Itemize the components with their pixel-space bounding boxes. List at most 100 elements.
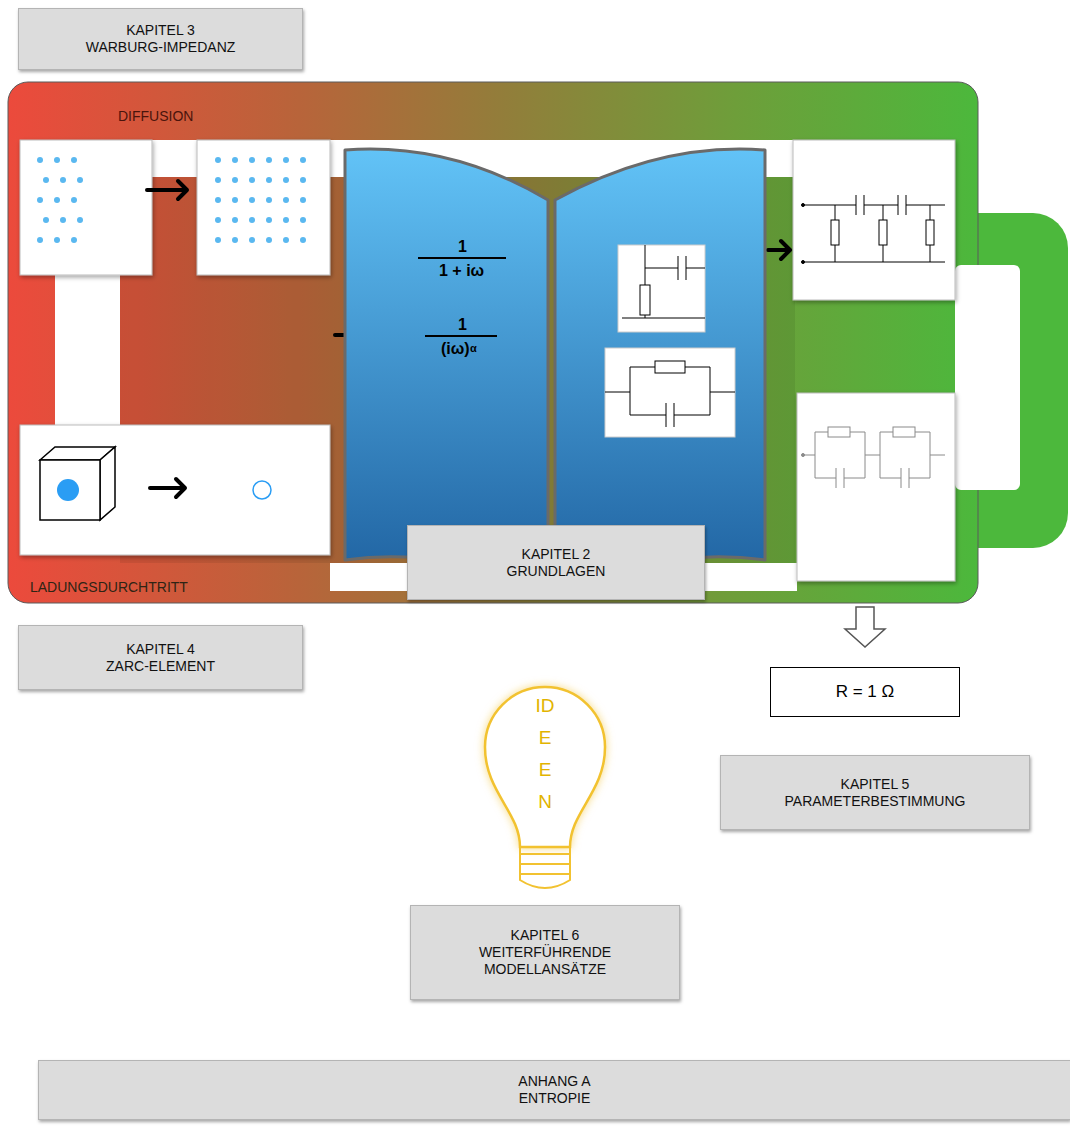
gradient-band [8, 82, 978, 603]
particle-dot [232, 177, 238, 183]
text-line: ZARC-ELEMENT [106, 658, 215, 675]
particle-dot [232, 237, 238, 243]
white-strips [955, 265, 1020, 490]
box-label: R = 1 Ω [836, 682, 895, 702]
box-label: KAPITEL 3 WARBURG-IMPEDANZ [86, 22, 236, 56]
text-line: GRUNDLAGEN [507, 563, 606, 580]
formula-anchor: α [470, 338, 477, 356]
appendix-bar: ANHANG A ENTROPIE [38, 1060, 1070, 1120]
particle-dot [54, 237, 60, 243]
circuit-wire-grey [828, 427, 850, 437]
particle-dot [249, 177, 255, 183]
black-arrow [147, 181, 187, 199]
particle-dot [215, 177, 221, 183]
particle-dot [249, 157, 255, 163]
particle-dot [77, 217, 83, 223]
particle-dot [215, 157, 221, 163]
gradient-band [8, 82, 978, 603]
particle-dot [249, 217, 255, 223]
formula-anchor: 1 [458, 238, 467, 256]
circuit-wire-grey [893, 427, 915, 437]
particle-dot [43, 177, 49, 183]
circuit-card [618, 245, 705, 332]
chapter-box: KAPITEL 4 ZARC-ELEMENT [18, 625, 303, 690]
particle-dot [37, 157, 43, 163]
particle-dot [300, 157, 306, 163]
bulb-outline [520, 847, 570, 888]
circuit-wire-grey [803, 432, 880, 488]
picture-panel [797, 393, 955, 581]
particle-dot [266, 177, 272, 183]
particle-dot [283, 237, 289, 243]
fraction-line [425, 335, 497, 337]
particle-dot [232, 157, 238, 163]
ion-circle [253, 481, 271, 499]
particle-dot [37, 197, 43, 203]
chapter-box: KAPITEL 6 WEITERFÜHRENDE MODELLANSÄTZE [410, 905, 680, 1000]
particle-dot [283, 197, 289, 203]
particle-dot [60, 217, 66, 223]
formula-text: 1 [458, 238, 467, 255]
particle-dot [283, 177, 289, 183]
text-line: WARBURG-IMPEDANZ [86, 39, 236, 56]
band-label: LADUNGSDURCHTRITT [30, 579, 188, 595]
chapter-box: KAPITEL 3 WARBURG-IMPEDANZ [18, 8, 303, 70]
fraction-line [418, 258, 506, 336]
picture-panel [20, 425, 330, 555]
fraction-line [418, 257, 506, 259]
text-line: ANHANG A [518, 1073, 590, 1090]
particle-dot [60, 177, 66, 183]
particle-dot [71, 237, 77, 243]
particle-dot [249, 237, 255, 243]
particle-dot [43, 217, 49, 223]
particle-dot [71, 157, 77, 163]
circuit-wire [803, 195, 945, 262]
box-label: KAPITEL 4 ZARC-ELEMENT [106, 641, 215, 675]
circuit-wire [605, 367, 735, 427]
particle-dot [215, 197, 221, 203]
cube-symbol [40, 447, 115, 520]
text-line: KAPITEL 6 [479, 927, 611, 944]
circuit-wire [802, 204, 805, 207]
particle-dot [37, 237, 43, 243]
text-line: WEITERFÜHRENDE [479, 944, 611, 961]
particle-dot [266, 237, 272, 243]
box-label: ANHANG A ENTROPIE [518, 1073, 590, 1107]
circuit-wire [655, 361, 685, 373]
text-line: KAPITEL 2 [507, 546, 606, 563]
particle-dot [266, 157, 272, 163]
particle-dot [215, 237, 221, 243]
circuit-wire [926, 220, 934, 245]
particle-dot [300, 217, 306, 223]
particle-dot [266, 197, 272, 203]
particle-dot [54, 197, 60, 203]
particle-dot [232, 217, 238, 223]
hollow-arrow [845, 607, 885, 647]
circuit-wire [605, 195, 945, 427]
circuit-wire [879, 220, 887, 245]
circuit-wire [835, 205, 930, 262]
black-arrow [150, 479, 185, 497]
ion-circle [253, 481, 271, 499]
circuit-wire-grey [802, 427, 946, 488]
text-line: KAPITEL 3 [86, 22, 236, 39]
circuit-wire [622, 245, 705, 318]
box-label: KAPITEL 5 PARAMETERBESTIMMUNG [785, 776, 966, 810]
idea-bulb: IDEEN [480, 682, 610, 897]
formula-anchor: (iω) [441, 340, 470, 358]
box-label: KAPITEL 6 WEITERFÜHRENDE MODELLANSÄTZE [479, 927, 611, 978]
picture-panel [20, 140, 152, 275]
circuit-card [605, 348, 735, 437]
formula-anchor: 1 [458, 316, 467, 334]
circuit-wire [831, 220, 839, 245]
particle-dots [37, 157, 306, 243]
particle-dot [249, 197, 255, 203]
text-anchor: DIFFUSION [118, 107, 193, 125]
chapter-box: KAPITEL 2 GRUNDLAGEN [407, 525, 705, 600]
particle-dot [77, 177, 83, 183]
bulb-outline [485, 687, 605, 847]
formula-anchor: 1 + iω [439, 262, 484, 280]
chapter-box: KAPITEL 5 PARAMETERBESTIMMUNG [720, 755, 1030, 830]
result-box: R = 1 Ω [770, 667, 960, 717]
